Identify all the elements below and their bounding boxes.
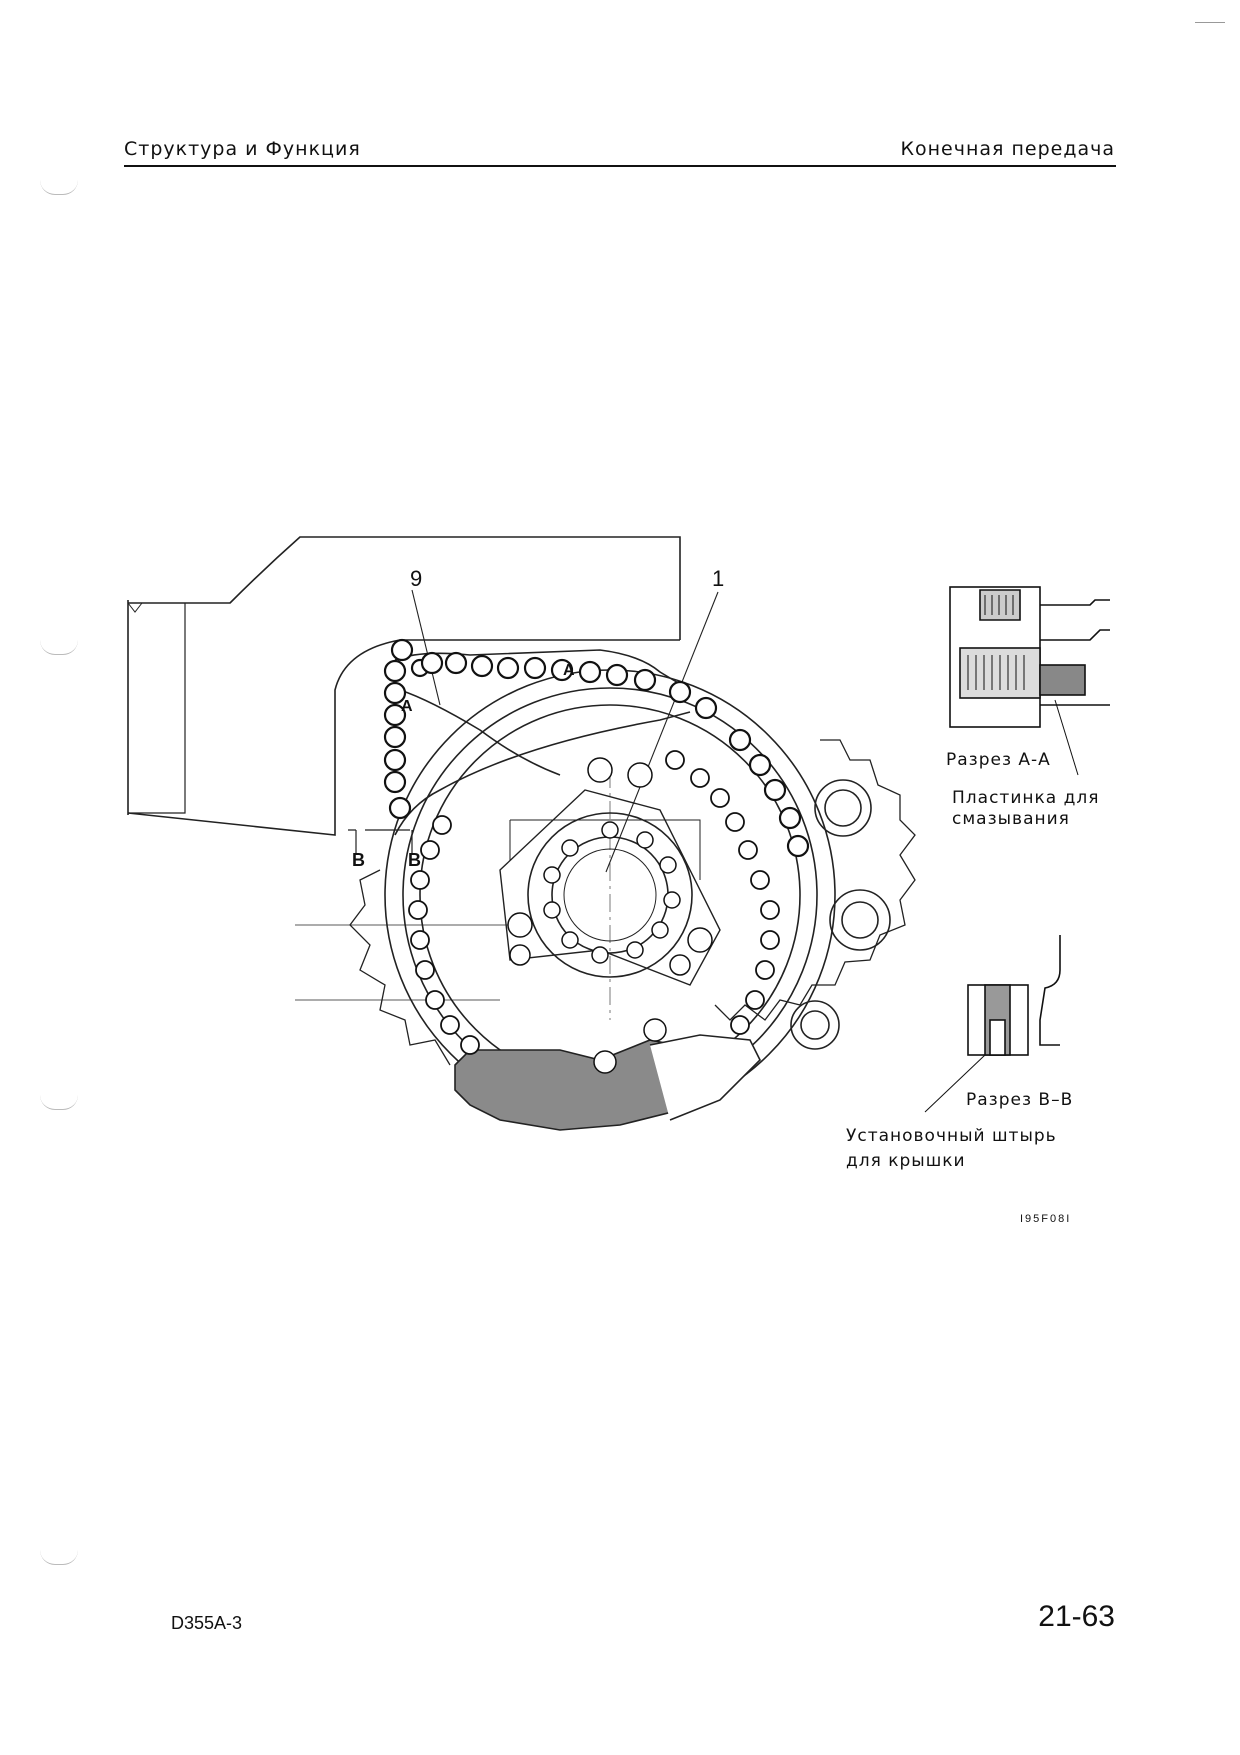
lube-plate-label-line2: смазывания [952,809,1070,829]
header-rule [124,165,1116,167]
lube-plate-label-line1: Пластинка для [952,788,1100,808]
footer-page-number: 21-63 [1038,1600,1115,1633]
section-mark-b-right: B [408,850,421,870]
punch-mark-3 [40,1095,78,1110]
section-mark-b-left: B [352,850,365,870]
footer-model: D355A-3 [171,1613,243,1633]
cover-pin-label-line1: Установочный штырь [846,1126,1057,1146]
punch-mark-4 [40,1550,78,1565]
lube-plate-label: Пластинка для смазывания [952,788,1099,830]
frame-outline-upper [128,536,681,640]
section-bb-label: Разрез В–В [966,1090,1074,1110]
frame-outline-lower [127,639,680,836]
cover-pin-label-line2: для крышки [846,1151,966,1171]
frame-outline-inner [128,603,186,814]
header-section-title: Структура и Функция [124,138,361,160]
cover-pin-label: Установочный штырь для крышки [846,1124,1057,1174]
section-mark-a-left: A [401,698,413,715]
corner-tick [1195,22,1225,23]
callout-1: 1 [712,566,724,591]
section-mark-a-right: A [563,662,575,679]
punch-mark-2 [40,640,78,655]
punch-mark-1 [40,180,78,195]
callout-9: 9 [410,566,422,591]
header-chapter-title: Конечная передача [900,138,1115,160]
frame-corner-mark [127,602,143,613]
section-aa-label: Разрез А-А [946,750,1051,770]
figure-code: I95F08I [1020,1213,1072,1225]
